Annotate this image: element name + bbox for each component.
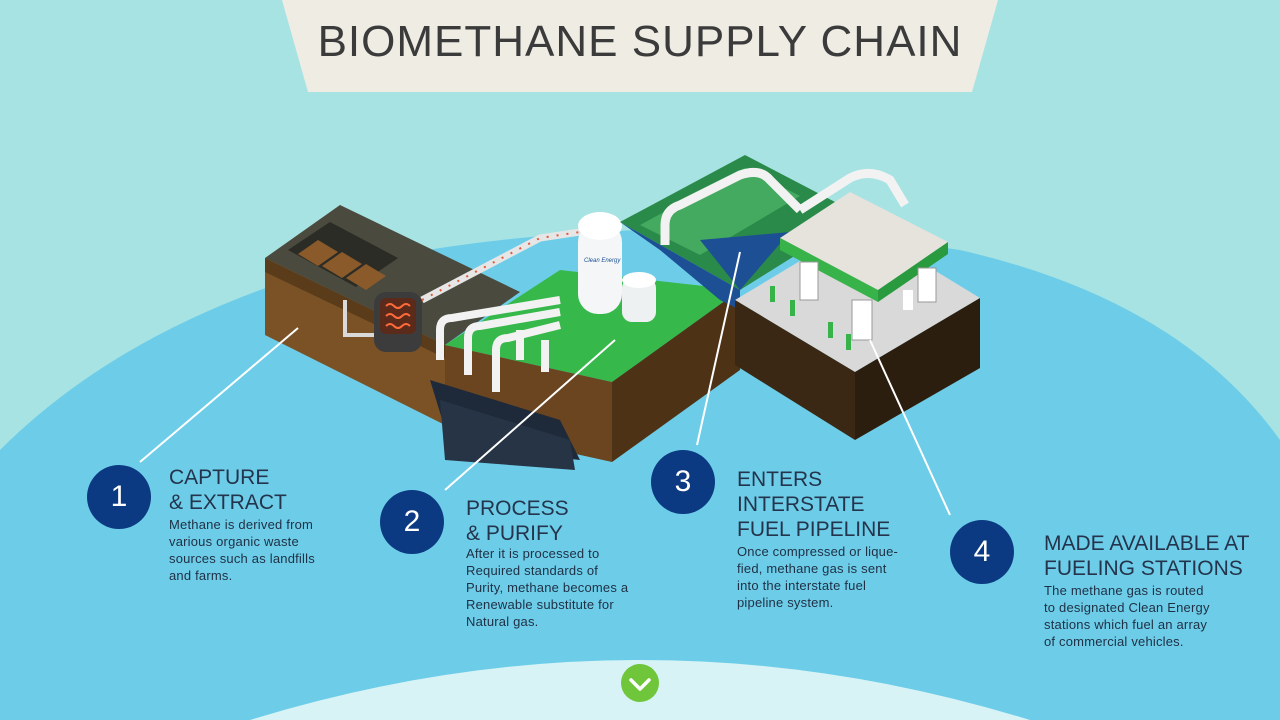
step-1-title-line1: CAPTURE <box>169 466 270 489</box>
step-2-desc-line1: After it is processed to <box>466 546 600 561</box>
step-4-title-line1: MADE AVAILABLE AT <box>1044 532 1250 555</box>
step-3-desc-line3: into the interstate fuel <box>737 578 867 593</box>
step-3-title-line3: FUEL PIPELINE <box>737 518 891 541</box>
page-title: BIOMETHANE SUPPLY CHAIN <box>317 17 963 66</box>
pipeline-field <box>620 155 909 310</box>
fueling-station-block <box>735 192 980 440</box>
step-1-desc-line1: Methane is derived from <box>169 517 314 532</box>
step-3-title-line1: ENTERS <box>737 468 823 491</box>
step-3-badge: 3 <box>651 450 715 514</box>
step-3-title-line2: INTERSTATE <box>737 493 865 516</box>
check-icon <box>629 678 651 691</box>
step-4-desc-line3: stations which fuel an array <box>1044 617 1208 632</box>
step-4-desc-line1: The methane gas is routed <box>1044 583 1204 598</box>
step-1-badge: 1 <box>87 465 151 529</box>
step-2-desc-line3: Purity, methane becomes a <box>466 580 629 595</box>
step-4-desc-line4: of commercial vehicles. <box>1044 634 1184 649</box>
step-1-desc-line4: and farms. <box>169 568 233 583</box>
step-3-desc-line1: Once compressed or lique- <box>737 544 899 559</box>
step-1-desc-line3: sources such as landfills <box>169 551 315 566</box>
step-1-desc-line2: various organic waste <box>169 534 299 549</box>
step-2-desc-line4: Renewable substitute for <box>466 597 614 612</box>
step-3-desc-line2: fied, methane gas is sent <box>737 561 887 576</box>
step-2-desc-line2: Required standards of <box>466 563 599 578</box>
step-4-title-line2: FUELING STATIONS <box>1044 557 1243 580</box>
step-1-title-line2: & EXTRACT <box>169 491 287 514</box>
step-2-badge: 2 <box>380 490 444 554</box>
step-2-title-line1: PROCESS <box>466 497 569 520</box>
next-button[interactable] <box>621 664 659 702</box>
step-3-desc-line4: pipeline system. <box>737 595 834 610</box>
step-2-desc-line5: Natural gas. <box>466 614 539 629</box>
leader-lines <box>139 251 951 516</box>
brand-label: Clean Energy <box>584 258 621 264</box>
landfill-block <box>265 205 520 425</box>
title-banner <box>282 0 998 92</box>
step-2-title-line2: & PURIFY <box>466 522 563 545</box>
step-4-badge: 4 <box>950 520 1014 584</box>
step-4-desc-line2: to designated Clean Energy <box>1044 600 1210 615</box>
